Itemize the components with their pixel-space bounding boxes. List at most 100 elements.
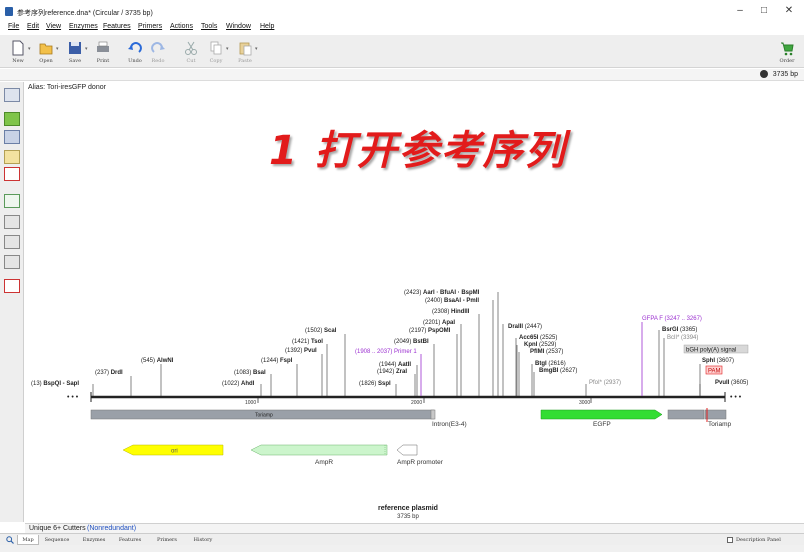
svg-text:(2423) AarI · BfuAI · BspMI: (2423) AarI · BfuAI · BspMI — [404, 290, 480, 296]
pam-box[interactable] — [705, 365, 723, 375]
menu-edit[interactable]: Edit — [27, 23, 40, 30]
site-ticks — [92, 292, 701, 396]
site-pos: (13) — [31, 381, 42, 387]
translation-tool-icon[interactable] — [4, 167, 20, 181]
svg-text:KpnI (2529): KpnI (2529) — [524, 342, 556, 348]
number-tool-icon[interactable] — [4, 235, 20, 249]
description-panel-checkbox[interactable] — [727, 537, 733, 543]
ruler-tick-label: 1000 — [245, 400, 256, 406]
info-strip: 3735 bp — [0, 69, 804, 81]
close-button[interactable]: ✕ — [784, 5, 794, 16]
menu-file[interactable]: File — [8, 23, 20, 30]
svg-text:(237) DrdI: (237) DrdI — [95, 370, 123, 376]
enzyme-tool-icon[interactable] — [4, 215, 20, 229]
map-view: • • • • • • 1000 2000 3000 Intron(E3-4) … — [25, 82, 804, 523]
map-tool-panel — [0, 82, 24, 522]
menu-enzymes[interactable]: Enzymes — [69, 23, 98, 30]
status-bar — [0, 545, 804, 552]
sequence-tool-icon[interactable] — [4, 279, 20, 293]
svg-text:PflMI (2537): PflMI (2537) — [530, 349, 563, 355]
paste-icon — [239, 42, 252, 56]
cut-button[interactable]: Cut — [178, 38, 204, 66]
order-button[interactable]: Order — [774, 38, 800, 66]
svg-text:(2049) BstBI: (2049) BstBI — [394, 339, 429, 345]
minimize-button[interactable]: – — [737, 5, 743, 16]
maximize-button[interactable]: □ — [760, 5, 768, 16]
copy-icon — [210, 41, 222, 55]
window-title: 参考序列reference.dna* (Circular / 3735 bp) — [17, 10, 153, 17]
bgh-polya-label: bGH poly(A) signal — [686, 348, 736, 354]
new-button[interactable]: ▾ New — [5, 38, 31, 66]
alias-label: Alias: Tori-iresGFP donor — [28, 84, 106, 91]
pam-label: PAM — [708, 369, 721, 375]
tab-features[interactable]: Features — [118, 537, 142, 543]
open-folder-icon — [39, 43, 53, 55]
feature-ampr-promoter[interactable] — [396, 444, 418, 456]
search-icon[interactable] — [6, 536, 14, 544]
tab-map[interactable]: Map — [17, 535, 39, 545]
svg-text:(2201) ApaI: (2201) ApaI — [423, 320, 455, 326]
enzyme-set-label[interactable]: Unique 6+ Cutters — [29, 525, 86, 532]
svg-text:DraIII (2447): DraIII (2447) — [508, 324, 542, 330]
swap-strand-icon[interactable] — [4, 150, 20, 164]
tab-sequence[interactable]: Sequence — [44, 537, 70, 543]
feature-label-toriamp-box: Toriamp — [255, 413, 273, 419]
menu-primers[interactable]: Primers — [138, 23, 163, 30]
menu-help[interactable]: Help — [260, 23, 275, 30]
feature-label-ori: ori — [171, 449, 178, 455]
site-name: BspQI - SapI — [43, 381, 79, 387]
sequence-length: 3735 bp — [772, 71, 798, 78]
primer-tool-icon[interactable] — [4, 194, 20, 208]
linear-map: • • • • • • 1000 2000 3000 Intron(E3-4) … — [31, 290, 749, 520]
toolbar: ▾ New ▾ Open ▾ Save Print Undo Redo Cut … — [0, 35, 804, 68]
primer-1-label: (1908 .. 2037) Primer 1 — [355, 349, 417, 355]
scissors-icon — [185, 41, 197, 55]
align-tool-icon[interactable] — [4, 130, 20, 144]
feature-ori[interactable] — [122, 444, 224, 456]
svg-text:(1944) AatII: (1944) AatII — [379, 362, 411, 368]
svg-text:(1083) BsaI: (1083) BsaI — [234, 370, 266, 376]
feature-egfp[interactable] — [540, 409, 663, 420]
print-button[interactable]: Print — [90, 38, 116, 66]
ruler-tool-icon[interactable] — [4, 255, 20, 269]
svg-text:PfoI* (2937): PfoI* (2937) — [589, 380, 621, 386]
primer-gfpa-label: GFPA F (3247 .. 3267) — [642, 316, 702, 322]
svg-text:Acc65I (2525): Acc65I (2525) — [519, 335, 557, 341]
feature-toriamp-right[interactable] — [667, 409, 705, 420]
gear-icon[interactable] — [760, 70, 768, 78]
paste-button[interactable]: ▾ Paste — [232, 38, 258, 66]
feature-label-ampr: AmpR — [315, 459, 333, 466]
bgh-polya-box[interactable] — [683, 344, 749, 354]
menu-window[interactable]: Window — [226, 23, 251, 30]
feature-tool-icon[interactable] — [4, 112, 20, 126]
menu-view[interactable]: View — [46, 23, 62, 30]
nonredundant-label[interactable]: (Nonredundant) — [87, 525, 137, 532]
feature-label-egfp: EGFP — [593, 421, 611, 428]
svg-text:(2308) HindIII: (2308) HindIII — [432, 309, 470, 315]
menu-tools[interactable]: Tools — [201, 23, 218, 30]
svg-text:PvuII (3605): PvuII (3605) — [715, 380, 748, 386]
plasmid-length: 3735 bp — [397, 514, 419, 520]
shopping-cart-icon — [781, 42, 794, 56]
tab-enzymes[interactable]: Enzymes — [82, 537, 106, 543]
menu-bar: File Edit View Enzymes Features Primers … — [0, 22, 804, 34]
printer-icon — [97, 41, 109, 52]
menu-actions[interactable]: Actions — [170, 23, 193, 30]
undo-button[interactable]: Undo — [122, 38, 148, 66]
redo-button[interactable]: Redo — [145, 38, 171, 66]
svg-text:BmgBI (2627): BmgBI (2627) — [539, 368, 577, 374]
svg-text:(1826) SspI: (1826) SspI — [359, 381, 391, 387]
feature-toriamp-end[interactable] — [704, 409, 727, 420]
tab-primers[interactable]: Primers — [156, 537, 177, 543]
menu-features[interactable]: Features — [103, 23, 131, 30]
ruler-tick-label: 3000 — [579, 400, 590, 406]
copy-button[interactable]: ▾ Copy — [203, 38, 229, 66]
save-button[interactable]: ▾ Save — [62, 38, 88, 66]
save-disk-icon — [69, 42, 81, 54]
svg-text:(13) BspQI - SapI: (13) BspQI - SapI — [31, 381, 79, 387]
selection-tool-icon[interactable] — [4, 88, 20, 102]
open-button[interactable]: ▾ Open — [33, 38, 59, 66]
feature-ampr[interactable] — [250, 444, 388, 456]
tab-history[interactable]: History — [193, 537, 213, 543]
feature-intron[interactable] — [430, 409, 436, 420]
